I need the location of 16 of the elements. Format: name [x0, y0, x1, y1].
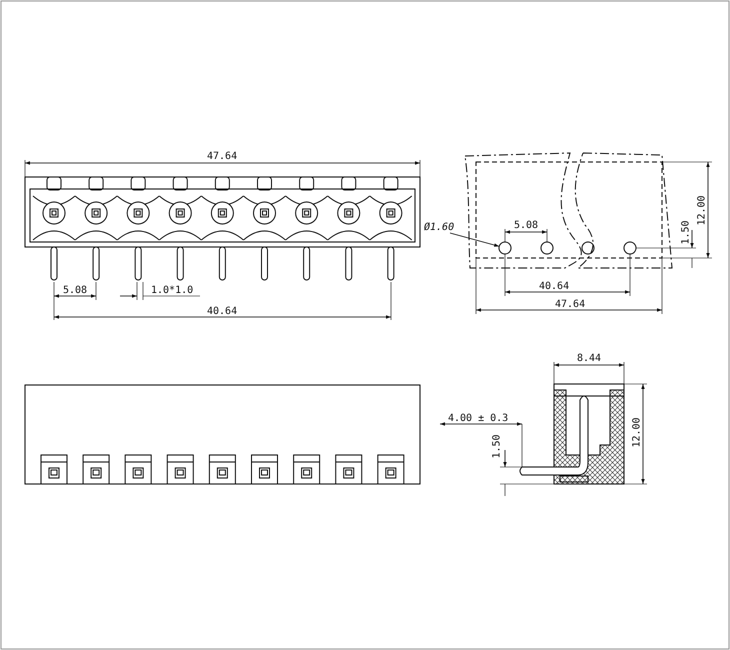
dimension-value: 47.64 — [207, 150, 238, 162]
dimension-value: 40.64 — [539, 280, 570, 292]
dimension-value: 12.00 — [632, 416, 643, 448]
dimension-value: 47.64 — [555, 298, 586, 310]
dimension-value: 1.50 — [492, 434, 503, 458]
dimension-value: 5.08 — [514, 220, 538, 230]
dimension-value: 1.50 — [680, 220, 692, 244]
leader-line — [450, 232, 500, 247]
dimension-value: 8.44 — [577, 352, 602, 364]
dimension-value: 12.00 — [696, 194, 708, 226]
dimension-value: 4.00 ± 0.3 — [448, 412, 508, 424]
dimension-value: 40.64 — [207, 306, 238, 316]
dimension-value: Ø1.60 — [424, 222, 454, 233]
pin-hole — [498, 242, 512, 254]
dimension-value: 1.0*1.0 — [151, 284, 194, 296]
dimension-value: 5.08 — [63, 284, 88, 296]
